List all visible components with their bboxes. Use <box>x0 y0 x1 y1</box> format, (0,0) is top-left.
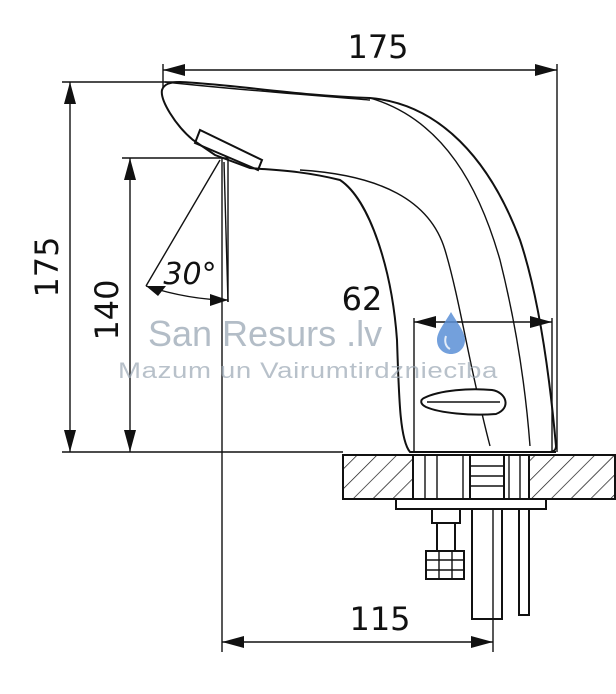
spray-angle-label: 30° <box>163 257 216 292</box>
water-drop-icon <box>437 312 465 354</box>
spray-angle-indicator <box>145 159 229 306</box>
dimension-body-width <box>414 316 552 328</box>
watermark: San Resurs .lv Mazum un Vairumtirdzniecī… <box>118 312 498 383</box>
faucet-body <box>160 80 558 453</box>
outlet-height-label: 140 <box>88 279 126 340</box>
dimension-outlet-height <box>124 158 136 452</box>
body-width-label: 62 <box>342 280 383 318</box>
mounting-deck <box>342 454 616 500</box>
dimension-projection <box>222 636 493 648</box>
dimension-overall-width <box>163 64 557 76</box>
watermark-tagline: Mazum un Vairumtirdzniecība <box>118 358 498 383</box>
overall-width-label: 175 <box>347 28 408 66</box>
dimension-overall-height <box>64 82 76 452</box>
extension-lines <box>62 64 558 652</box>
overall-height-label: 175 <box>28 236 66 297</box>
watermark-brand: San Resurs .lv <box>148 313 382 354</box>
projection-label: 115 <box>349 600 410 638</box>
under-deck-fittings <box>395 498 547 620</box>
